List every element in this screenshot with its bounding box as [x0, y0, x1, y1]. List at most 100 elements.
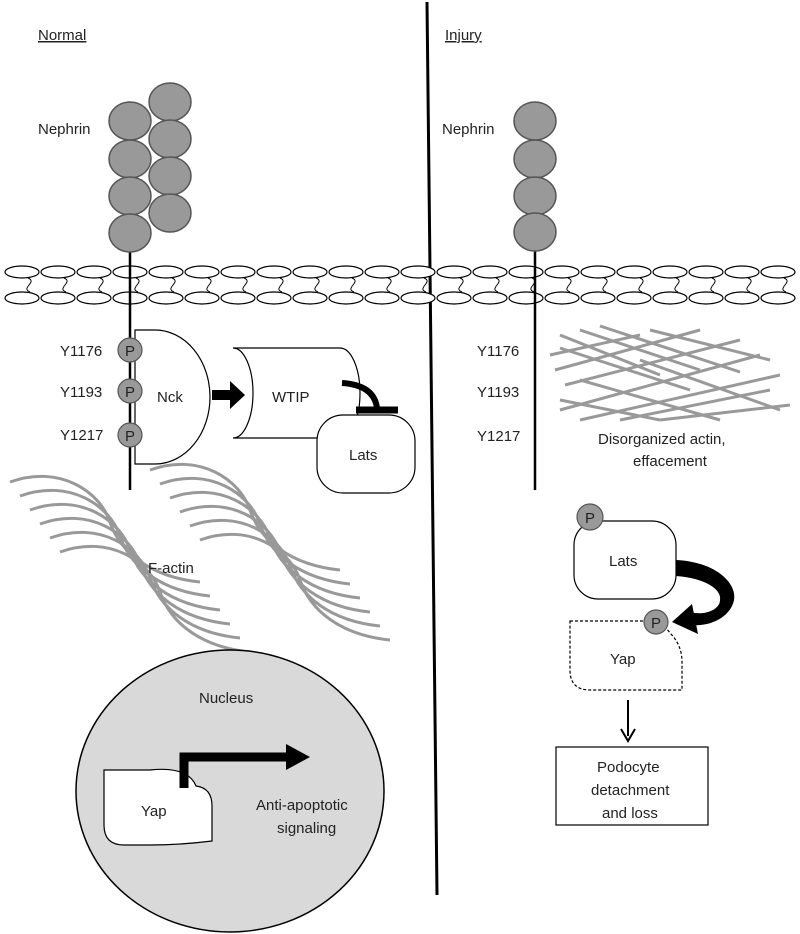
anti-apoptotic-label-line1: Anti-apoptotic [256, 797, 348, 814]
lipid-tail [134, 277, 140, 293]
lipid-head [616, 291, 652, 305]
nephrin-domain [513, 176, 557, 216]
lipid-tail [602, 277, 608, 293]
nephrin-normal [108, 82, 192, 490]
actin-filament [189, 518, 381, 628]
lipid-head [184, 265, 220, 279]
actin-fragment [579, 378, 721, 422]
actin-fragment [549, 333, 641, 357]
lipid-tail [530, 277, 536, 293]
inhibition-wtip-lats [341, 380, 380, 409]
actin-fragment [659, 403, 791, 422]
nephrin-domain [513, 101, 557, 141]
lipid-head [652, 291, 688, 305]
nephrin-domain [148, 119, 192, 159]
lipid-head [508, 291, 544, 305]
f-actin-label: F-actin [148, 560, 194, 577]
lipid-tail [26, 277, 32, 293]
lipid-head [688, 291, 724, 305]
actin-fragment [599, 324, 741, 374]
lipid-head [400, 265, 436, 279]
lipid-head [220, 265, 256, 279]
actin-fragment [649, 328, 771, 362]
actin-fragment [579, 373, 781, 422]
nephrin-domain [513, 139, 557, 179]
injury-residue-y1176: Y1176 [477, 343, 519, 360]
lipid-tail [242, 277, 248, 293]
lipid-head [724, 291, 760, 305]
lats-injury-label: Lats [609, 553, 637, 570]
nck-adaptor [134, 329, 211, 465]
lipid-head [364, 265, 400, 279]
lipid-tail [746, 277, 752, 293]
actin-fragment [619, 388, 771, 422]
lipid-head [400, 291, 436, 305]
lipid-head [508, 265, 544, 279]
nephrin-domain [108, 101, 152, 141]
nephrin-domain [108, 176, 152, 216]
nephrin-domain [148, 156, 192, 196]
lipid-head [148, 265, 184, 279]
nephrin-domain [148, 193, 192, 233]
lipid-head [76, 291, 112, 305]
normal-nephrin-label: Nephrin [38, 121, 91, 138]
actin-filament [49, 530, 241, 640]
lipid-head [652, 265, 688, 279]
lipid-head [4, 291, 40, 305]
lipid-head [184, 291, 220, 305]
phospho-mark: P [125, 428, 135, 445]
nephrin-domain [148, 82, 192, 122]
nephrin-injury [513, 101, 557, 490]
outcome-box [555, 746, 709, 826]
cell-membrane [4, 265, 796, 305]
lipid-head [616, 265, 652, 279]
actin-fragment [554, 328, 701, 372]
nucleus [75, 649, 385, 933]
lipid-tail [710, 277, 716, 293]
panel-divider [425, 1, 439, 896]
residue-label-y1217: Y1217 [60, 427, 103, 444]
lipid-head [364, 291, 400, 305]
outcome-line2: detachment [591, 782, 670, 799]
disorganized-actin-label-line2: effacement [633, 453, 708, 470]
lipid-head [4, 265, 40, 279]
lats-normal-label: Lats [349, 447, 377, 464]
lipid-tail [638, 277, 644, 293]
actin-fragment [559, 398, 661, 422]
lipid-head [436, 265, 472, 279]
lipid-head [724, 265, 760, 279]
lipid-head [292, 291, 328, 305]
lipid-tail [782, 277, 788, 293]
injury-residue-y1217: Y1217 [477, 428, 520, 445]
yap-phospho-badge [643, 609, 669, 635]
lipid-tail [350, 277, 356, 293]
yap-phospho-mark: P [651, 615, 661, 632]
lipid-tail [566, 277, 572, 293]
lipid-head [472, 291, 508, 305]
yap-cytoplasmic [569, 620, 683, 691]
disorganized-actin [549, 324, 791, 422]
lipid-head [544, 265, 580, 279]
phospho-mark: P [125, 343, 135, 360]
actin-filament [59, 544, 251, 654]
injury-nephrin-label: Nephrin [442, 121, 495, 138]
residue-label-y1193: Y1193 [60, 384, 102, 401]
actin-fragment [579, 328, 701, 372]
lipid-tail [458, 277, 464, 293]
lipid-head [148, 291, 184, 305]
lipid-head [580, 291, 616, 305]
wtip-label: WTIP [272, 389, 310, 406]
lipid-tail [674, 277, 680, 293]
lipid-head [472, 265, 508, 279]
lipid-head [256, 291, 292, 305]
residue-label-y1176: Y1176 [60, 343, 102, 360]
lats-phospho-mark: P [585, 510, 595, 527]
actin-fragment [559, 353, 761, 412]
lipid-head [436, 291, 472, 305]
disorganized-actin-label-line1: Disorganized actin, [598, 431, 726, 448]
transcription-arrowhead [286, 744, 310, 770]
lipid-head [256, 265, 292, 279]
phosphorylation-arrowhead [672, 604, 698, 634]
lipid-head [40, 291, 76, 305]
